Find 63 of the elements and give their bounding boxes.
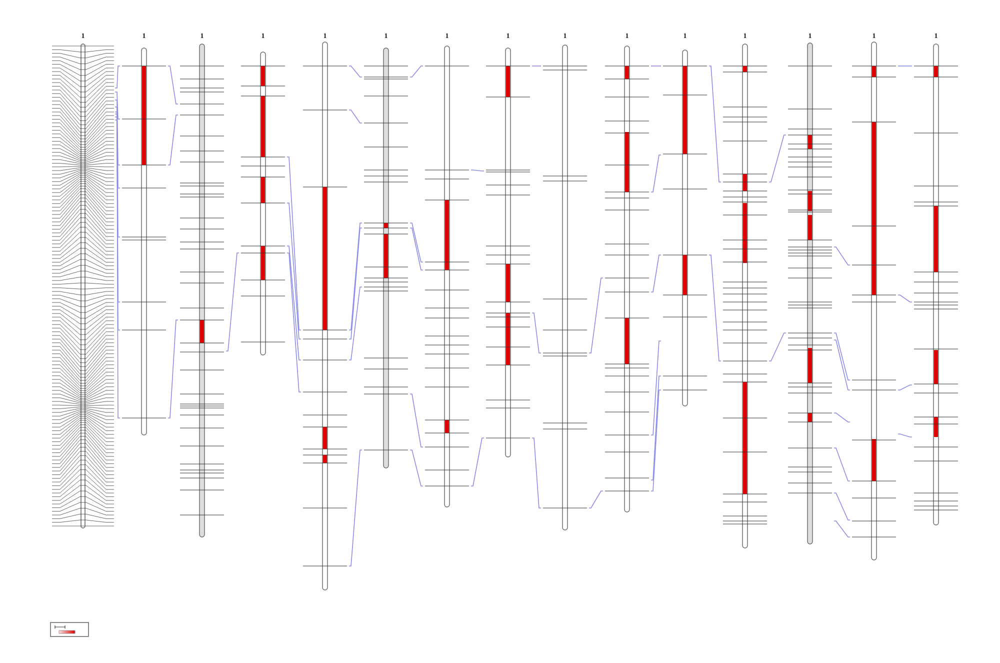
connector-line — [410, 450, 424, 486]
connector-line — [898, 294, 912, 302]
connector-line — [708, 254, 722, 362]
connector-line — [114, 92, 120, 120]
connector-line — [708, 66, 722, 182]
connector-line — [348, 66, 362, 78]
connector-line — [114, 66, 120, 88]
linkage-map — [120, 32, 168, 437]
linkage-map — [661, 32, 709, 408]
connector-line — [834, 246, 850, 266]
linkage-map — [51, 32, 115, 530]
connector-line — [286, 156, 302, 330]
connector-line — [768, 134, 786, 182]
linkage-map — [541, 32, 589, 532]
connector-line — [650, 376, 662, 480]
connector-line — [588, 490, 604, 508]
connector-line — [532, 438, 542, 508]
linkage-map — [603, 32, 651, 514]
connector-line — [286, 252, 302, 392]
connector-line — [286, 246, 302, 360]
connector-line — [834, 412, 850, 422]
linkage-map — [362, 32, 410, 470]
linkage-map — [850, 32, 898, 562]
linkage-map — [239, 32, 287, 357]
linkage-map — [721, 32, 769, 550]
connector-line — [410, 228, 424, 270]
connector-line — [768, 332, 786, 362]
connector-line — [834, 520, 850, 538]
connector-line — [532, 312, 542, 354]
connector-line — [834, 332, 850, 380]
connector-line — [348, 110, 362, 124]
connector-line — [834, 492, 850, 520]
connector-line — [168, 320, 178, 418]
linkage-map — [301, 32, 349, 592]
connector-line — [114, 106, 120, 188]
connector-line — [650, 340, 662, 436]
connector-line — [898, 434, 912, 438]
connector-line — [834, 448, 850, 482]
connector-line — [348, 286, 362, 360]
connector-line — [410, 222, 424, 262]
linkage-map — [178, 32, 226, 539]
linkage-map — [484, 32, 532, 459]
linkage-map — [912, 32, 960, 527]
connector-line — [168, 66, 178, 104]
connector-line — [470, 170, 484, 172]
connector-line — [114, 112, 120, 238]
connector-line — [114, 120, 120, 418]
connector-line — [650, 390, 662, 492]
connector-line — [898, 384, 912, 390]
linkage-map — [786, 32, 834, 546]
linkage-map — [423, 32, 471, 509]
connector-line — [650, 254, 662, 292]
connector-line — [650, 154, 662, 192]
connector-line — [168, 114, 178, 166]
connector-line — [286, 202, 302, 340]
connector-line — [588, 278, 604, 354]
connector-line — [226, 252, 240, 352]
connector-line — [410, 394, 424, 448]
connector-line — [410, 66, 424, 78]
connector-line — [348, 450, 362, 566]
connector-line — [470, 438, 484, 486]
connector-line — [114, 100, 120, 166]
connector-line — [834, 340, 850, 390]
